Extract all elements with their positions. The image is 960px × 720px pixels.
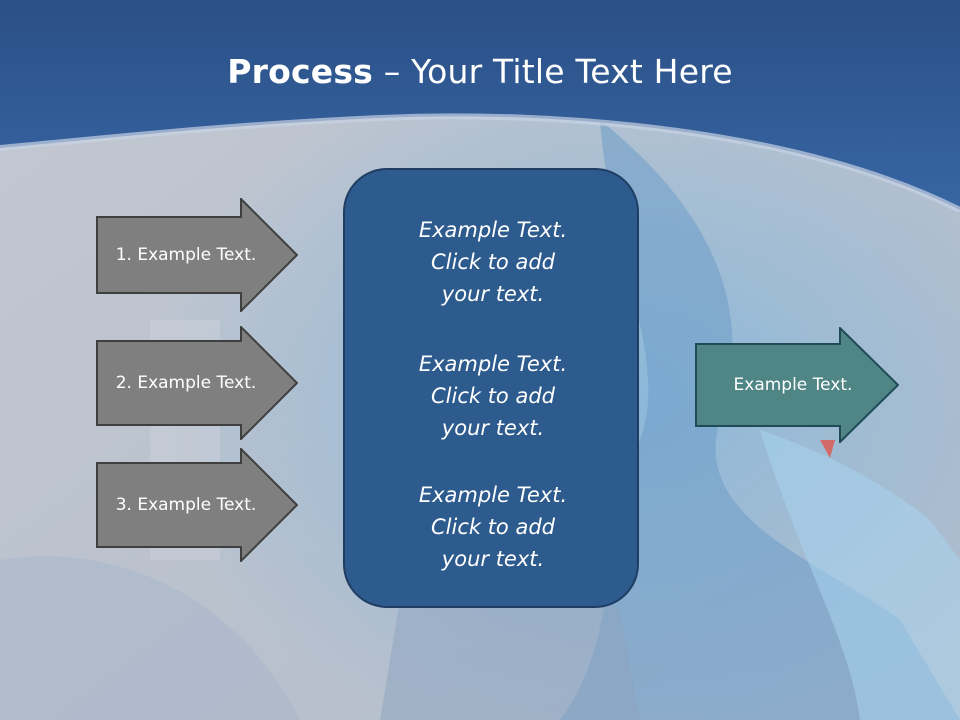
right-arrow-shape <box>695 327 899 443</box>
panel-line: Example Text. <box>418 352 568 376</box>
slide-title: Process – Your Title Text Here <box>0 52 960 91</box>
panel-text-block-2: Example Text. Click to add your text. <box>345 348 641 444</box>
panel-line: Example Text. <box>418 218 568 242</box>
panel-line: Click to add <box>430 384 555 408</box>
step-arrow-1[interactable]: 1. Example Text. <box>96 198 298 312</box>
step-arrow-3[interactable]: 3. Example Text. <box>96 448 298 562</box>
center-text-panel[interactable]: Example Text. Click to add your text. Ex… <box>343 168 639 608</box>
step-label-1: 1. Example Text. <box>115 245 257 265</box>
panel-text-block-3: Example Text. Click to add your text. <box>345 479 641 575</box>
title-bold-word: Process <box>227 52 374 91</box>
panel-line: your text. <box>441 282 545 306</box>
panel-line: your text. <box>441 416 545 440</box>
panel-text-block-1: Example Text. Click to add your text. <box>345 214 641 310</box>
right-arrow-shape <box>96 326 298 440</box>
panel-line: your text. <box>441 547 545 571</box>
panel-line: Click to add <box>430 515 555 539</box>
panel-line: Example Text. <box>418 483 568 507</box>
result-label: Example Text. <box>733 375 853 395</box>
right-arrow-shape <box>96 448 298 562</box>
panel-line: Click to add <box>430 250 555 274</box>
title-rest: – Your Title Text Here <box>373 52 733 91</box>
result-arrow[interactable]: Example Text. <box>695 327 899 443</box>
step-label-2: 2. Example Text. <box>115 373 257 393</box>
step-label-3: 3. Example Text. <box>115 495 257 515</box>
step-arrow-2[interactable]: 2. Example Text. <box>96 326 298 440</box>
right-arrow-shape <box>96 198 298 312</box>
